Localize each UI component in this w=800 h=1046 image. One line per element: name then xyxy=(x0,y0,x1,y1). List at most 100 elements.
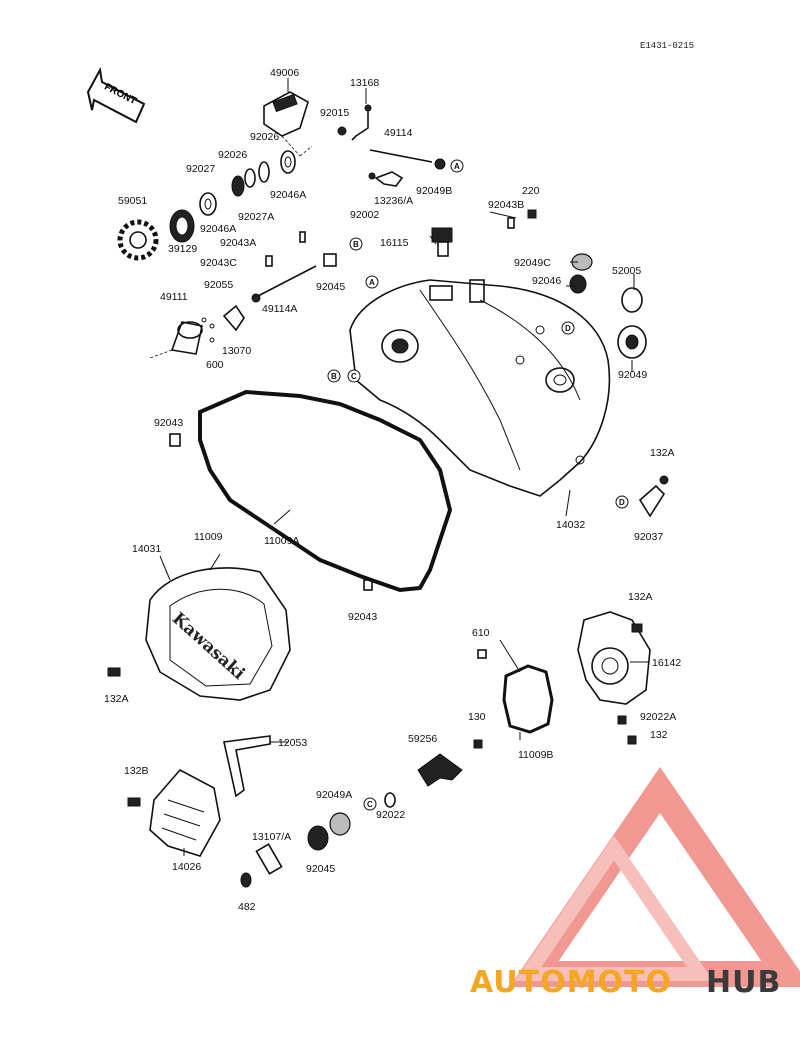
svg-text:B: B xyxy=(331,372,337,381)
washers-seals-stack xyxy=(199,145,313,216)
ref-marker-d2: D xyxy=(615,495,629,509)
front-arrow-icon: FRONT xyxy=(86,66,146,124)
svg-text:C: C xyxy=(351,372,357,381)
label-92015: 92015 xyxy=(320,107,349,119)
ref-marker-a2: A xyxy=(365,275,379,289)
part-labels: 49006 13168 92015 49114 92026 92026 9202… xyxy=(104,67,681,913)
outer-cover-14031: Kawasaki xyxy=(145,567,291,701)
gasket-11009B xyxy=(502,664,554,734)
label-16142: 16142 xyxy=(652,657,681,669)
label-92027A: 92027A xyxy=(238,211,274,223)
label-132: 132 xyxy=(650,729,668,741)
label-92043B: 92043B xyxy=(488,199,524,211)
pump-cover-16142 xyxy=(577,611,651,705)
label-132B: 132B xyxy=(124,765,149,777)
label-92022A: 92022A xyxy=(640,711,676,723)
label-14032: 14032 xyxy=(556,519,585,531)
label-59051: 59051 xyxy=(118,195,147,207)
label-92027: 92027 xyxy=(186,163,215,175)
label-92049B: 92049B xyxy=(416,185,452,197)
label-92026-a: 92026 xyxy=(250,131,279,143)
label-49114: 49114 xyxy=(384,127,413,139)
label-92049: 92049 xyxy=(618,369,647,381)
label-59256: 59256 xyxy=(408,733,437,745)
label-16115: 16115 xyxy=(380,237,409,249)
watermark-text-part1: AUTOMOTO xyxy=(470,965,672,1000)
part-12053-bracket xyxy=(223,735,271,798)
label-220: 220 xyxy=(522,185,540,197)
part-49006-valve-block xyxy=(263,91,309,157)
part-92037-fitting xyxy=(638,475,669,518)
label-92043C: 92043C xyxy=(200,257,237,269)
ref-marker-c1: C xyxy=(347,369,361,383)
label-92046: 92046 xyxy=(532,275,561,287)
watermark-logo-icon xyxy=(509,766,800,987)
label-92049C: 92049C xyxy=(514,257,551,269)
label-11009: 11009 xyxy=(194,531,223,543)
svg-text:A: A xyxy=(369,278,375,287)
label-482: 482 xyxy=(238,901,256,913)
label-11009B: 11009B xyxy=(518,749,553,761)
label-52005: 52005 xyxy=(612,265,641,277)
leader-lines xyxy=(159,78,648,856)
label-132A-b: 132A xyxy=(104,693,129,705)
clutch-cover-14032 xyxy=(349,279,611,497)
part-14026-guard xyxy=(149,768,221,857)
gasket-11009A xyxy=(198,389,453,593)
label-92043-a: 92043 xyxy=(154,417,183,429)
label-13236A: 13236/A xyxy=(374,195,413,207)
part-59256-impeller xyxy=(417,753,463,787)
label-49114A: 49114A xyxy=(262,303,297,315)
bolts xyxy=(107,209,643,807)
label-92046A-a: 92046A xyxy=(270,189,306,201)
label-92037: 92037 xyxy=(634,531,663,543)
part-49114-shaft xyxy=(369,149,446,170)
label-92043A: 92043A xyxy=(220,237,256,249)
label-11009A: 11009A xyxy=(264,535,299,547)
label-132A-c: 132A xyxy=(628,591,653,603)
label-14026: 14026 xyxy=(172,861,201,873)
ref-marker-c2: C xyxy=(363,797,377,811)
ref-marker-d1: D xyxy=(561,321,575,335)
part-13236-link xyxy=(368,171,404,187)
svg-text:D: D xyxy=(619,498,625,507)
label-13107A: 13107/A xyxy=(252,831,291,843)
svg-text:B: B xyxy=(353,240,359,249)
label-92026-b: 92026 xyxy=(218,149,247,161)
ref-marker-b1: B xyxy=(349,237,363,251)
ref-marker-b2: B xyxy=(327,369,341,383)
part-16115-cap xyxy=(431,227,453,257)
label-92045-a: 92045 xyxy=(316,281,345,293)
ref-marker-a1: A xyxy=(450,159,464,173)
label-92043-b: 92043 xyxy=(348,611,377,623)
diagram-code: E1431-0215 xyxy=(640,41,694,51)
part-59051-gear xyxy=(117,219,159,261)
cover-brand-logo: Kawasaki xyxy=(168,609,249,685)
label-13168: 13168 xyxy=(350,77,379,89)
watermark-text-part2: HUB xyxy=(706,965,781,1000)
label-14031: 14031 xyxy=(132,543,161,555)
part-49114A-shaft xyxy=(251,231,317,303)
label-132A-a: 132A xyxy=(650,447,675,459)
label-92045-b: 92045 xyxy=(306,863,335,875)
label-92022: 92022 xyxy=(376,809,405,821)
label-92055: 92055 xyxy=(204,279,233,291)
svg-text:A: A xyxy=(454,162,460,171)
label-92049A: 92049A xyxy=(316,789,352,801)
label-12053: 12053 xyxy=(278,737,307,749)
part-13168-lever xyxy=(337,104,372,141)
label-49006: 49006 xyxy=(270,67,299,79)
label-13070: 13070 xyxy=(222,345,251,357)
part-39129-bearing xyxy=(169,209,195,243)
label-39129: 39129 xyxy=(168,243,197,255)
label-92046A-b: 92046A xyxy=(200,223,236,235)
label-600: 600 xyxy=(206,359,224,371)
seals-bottom xyxy=(240,792,396,888)
svg-text:D: D xyxy=(565,324,571,333)
label-130: 130 xyxy=(468,711,486,723)
label-92002: 92002 xyxy=(350,209,379,221)
label-610: 610 xyxy=(472,627,490,639)
part-49111-governor xyxy=(149,317,215,359)
part-13070-lever xyxy=(222,304,245,332)
